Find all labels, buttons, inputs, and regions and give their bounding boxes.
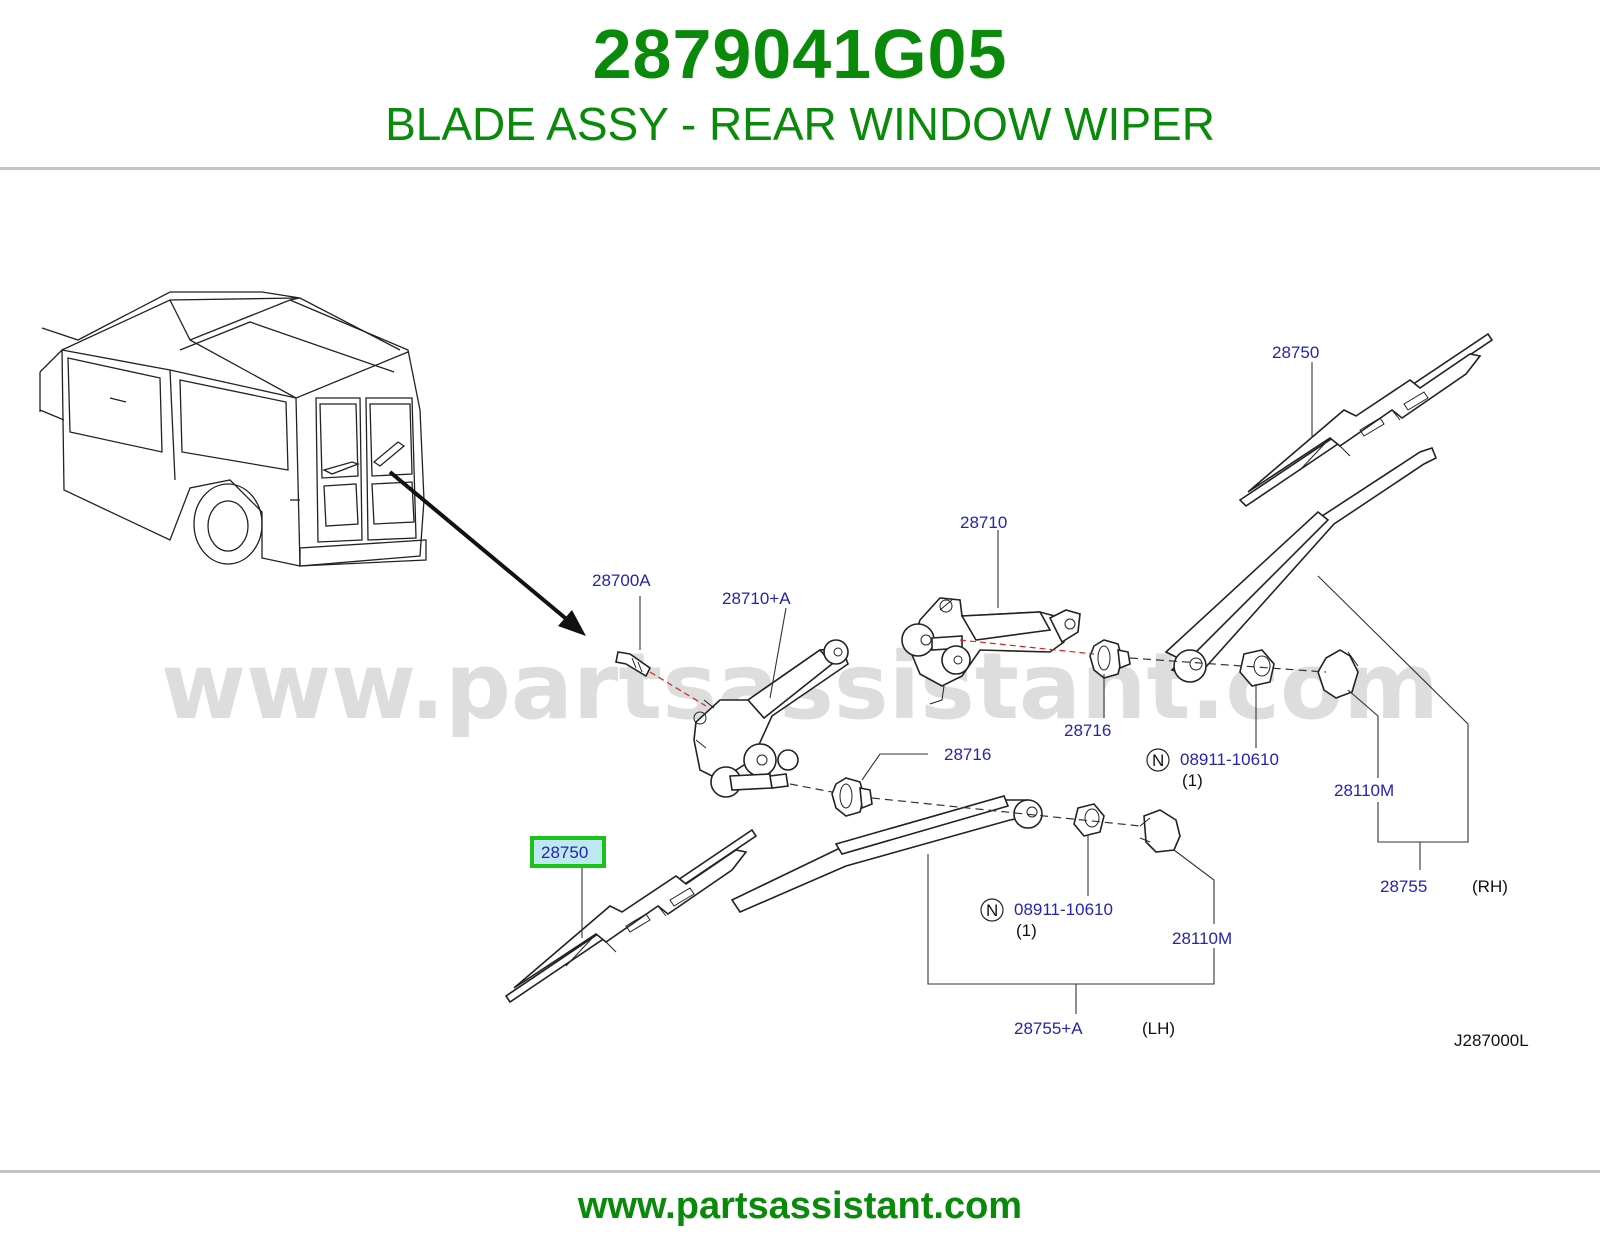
rh-wiper-blade xyxy=(1238,332,1494,508)
callout-motor[interactable]: 28710 xyxy=(960,513,1007,532)
new-part-prefix-lh: N xyxy=(986,901,998,920)
side-label-rh: (RH) xyxy=(1472,877,1508,896)
callout-cap-lh[interactable]: 28110M xyxy=(1172,929,1232,948)
callout-bolt[interactable]: 28700A xyxy=(592,571,651,590)
alignment-line-motor xyxy=(959,639,1095,655)
alignment-line-lh xyxy=(789,783,1141,827)
new-part-prefix-rh: N xyxy=(1152,751,1164,770)
footer-url[interactable]: www.partsassistant.com xyxy=(577,1185,1023,1227)
rh-cap xyxy=(1317,649,1359,699)
part-description: BLADE ASSY - REAR WINDOW WIPER xyxy=(385,98,1215,150)
callout-cap-rh[interactable]: 28110M xyxy=(1334,781,1394,800)
alignment-line-bolt xyxy=(649,671,707,707)
rh-bushing xyxy=(1089,639,1131,679)
callout-blade-lh[interactable]: 28750 xyxy=(541,843,588,862)
rh-wiper-arm xyxy=(1164,447,1438,683)
lh-wiper-arm xyxy=(730,795,1043,914)
alignment-line-rh xyxy=(1129,657,1327,673)
highlight-box xyxy=(530,836,606,868)
lh-cap xyxy=(1139,809,1181,853)
callout-nut-rh[interactable]: 08911-10610 xyxy=(1180,750,1279,769)
highlight-fill xyxy=(534,840,602,864)
diagram-code: J287000L xyxy=(1454,1031,1529,1050)
header-divider xyxy=(0,167,1600,170)
motor-lh xyxy=(693,639,849,798)
callout-bushing-rh[interactable]: 28716 xyxy=(1064,721,1111,740)
callout-arm-rh[interactable]: 28755 xyxy=(1380,877,1427,896)
bolt xyxy=(615,651,652,678)
new-part-marker-lh xyxy=(980,898,1004,922)
callout-blade-rh[interactable]: 28750 xyxy=(1272,343,1319,362)
new-part-marker-rh xyxy=(1146,748,1170,772)
lh-wiper-blade xyxy=(504,828,758,1004)
lh-nut xyxy=(1073,803,1105,837)
side-label-lh: (LH) xyxy=(1142,1019,1175,1038)
footer-divider xyxy=(0,1170,1600,1173)
part-number-title: 2879041G05 xyxy=(592,15,1008,93)
quantity-nut-rh: (1) xyxy=(1182,771,1203,790)
motor-rh xyxy=(901,597,1081,705)
quantity-nut-lh: (1) xyxy=(1016,921,1037,940)
callout-bushing-lh[interactable]: 28716 xyxy=(944,745,991,764)
callout-arm-lh[interactable]: 28755+A xyxy=(1014,1019,1083,1038)
vehicle-illustration xyxy=(39,291,586,636)
page-header: 2879041G05 BLADE ASSY - REAR WINDOW WIPE… xyxy=(0,0,1600,170)
leader-lines xyxy=(581,362,1469,1014)
rh-nut xyxy=(1239,649,1275,687)
callout-motor-a[interactable]: 28710+A xyxy=(722,589,791,608)
lh-bushing xyxy=(831,777,873,817)
callout-nut-lh[interactable]: 08911-10610 xyxy=(1014,900,1113,919)
